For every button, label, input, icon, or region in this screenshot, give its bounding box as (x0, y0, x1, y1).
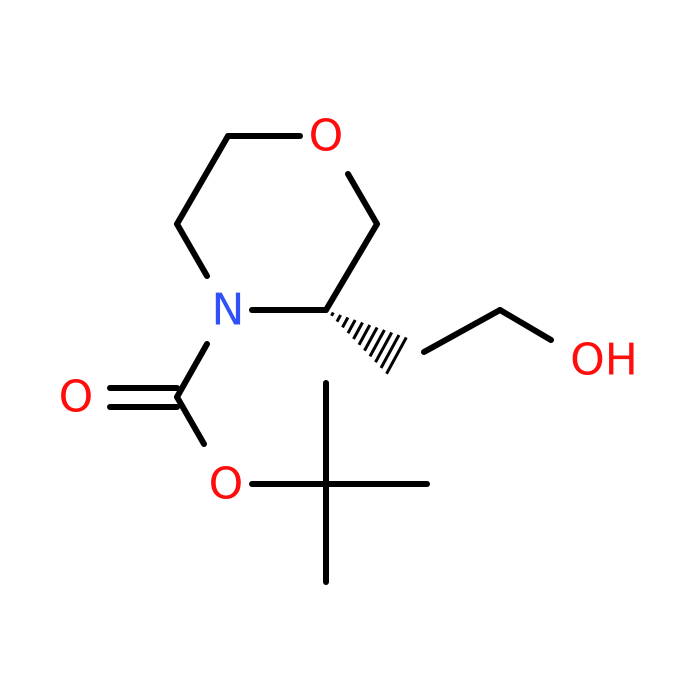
bond-chain-1 (421, 307, 503, 355)
atom-label-ring-nitrogen: N (212, 285, 245, 336)
bond-ring-left (174, 221, 210, 279)
bond-n-to-carbonyl-carbon (174, 341, 210, 400)
atom-label-carbonyl-oxygen: O (59, 372, 94, 423)
atom-label-ring-oxygen: O (309, 111, 344, 162)
atom-label-hydroxyl: OH (570, 335, 638, 386)
bond-ring-upper-right (345, 171, 380, 227)
hashed-wedge-bond (330, 311, 408, 375)
bond-carbonyl-to-ester-oxygen (174, 394, 207, 447)
atom-label-ester-oxygen: O (209, 459, 244, 510)
bond-ring-upper-left (174, 133, 231, 227)
bond-ring-right (323, 221, 380, 313)
bond-chain-2 (497, 307, 554, 343)
